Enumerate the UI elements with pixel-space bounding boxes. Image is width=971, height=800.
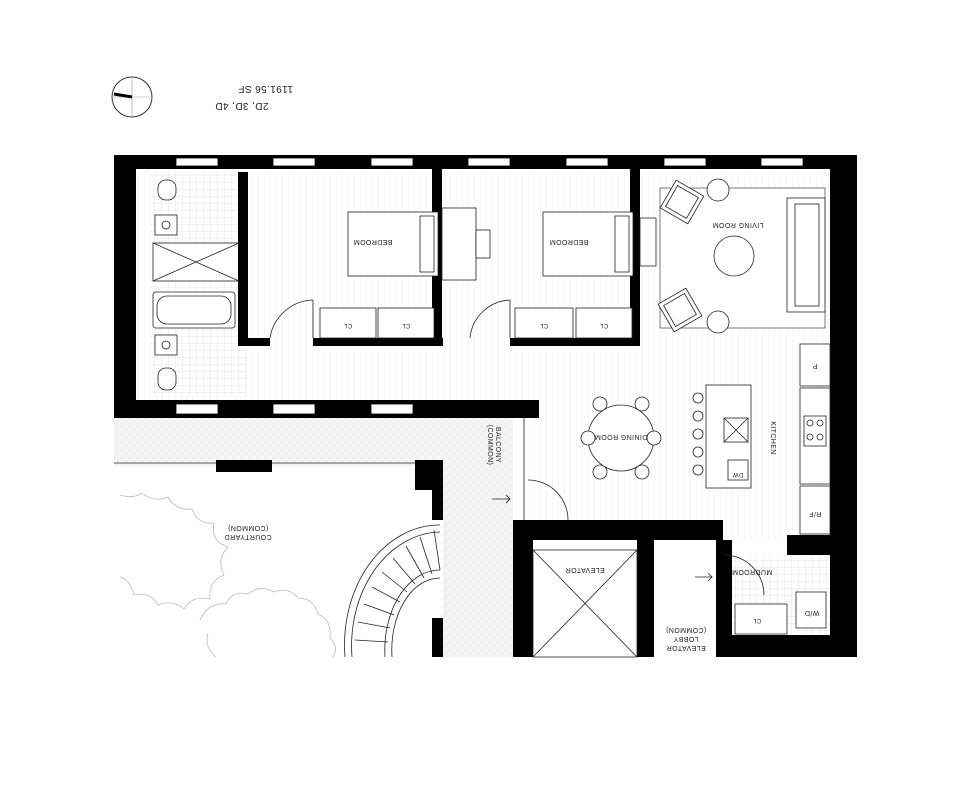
balcony-line2: (COMMON) bbox=[486, 425, 493, 466]
pantry-label: P bbox=[812, 362, 817, 369]
bedroom-2-furniture bbox=[469, 211, 657, 339]
balcony-arrow-icon bbox=[492, 494, 511, 504]
bedroom-1-label: BEDROOM bbox=[354, 238, 393, 245]
closet-2-label: CL bbox=[402, 322, 411, 328]
kitchen-fixtures bbox=[692, 343, 831, 535]
elevator-lobby-line3: (COMMON) bbox=[666, 626, 707, 633]
refrigerator-label: R/F bbox=[809, 510, 821, 517]
dining-furniture bbox=[580, 396, 662, 480]
mudroom-label: MUDROOM bbox=[732, 568, 773, 575]
elevator-label: ELEVATOR bbox=[565, 566, 604, 573]
kitchen-label: KITCHEN bbox=[769, 421, 776, 455]
bedroom-2-label: BEDROOM bbox=[550, 238, 589, 245]
elevator-shaft bbox=[532, 549, 638, 658]
plan-area: 1191.56 SF bbox=[238, 83, 293, 94]
bedroom-1-furniture bbox=[269, 207, 491, 339]
living-room-furniture bbox=[657, 178, 826, 334]
spiral-stair bbox=[344, 524, 441, 658]
closet-1-label: CL bbox=[344, 322, 353, 328]
living-room-label: LIVING ROOM bbox=[712, 221, 763, 228]
courtyard-line1: COURTYARD bbox=[224, 533, 271, 540]
unit-designation: 2D, 3D, 4D bbox=[215, 100, 268, 111]
mudroom-fixtures bbox=[723, 554, 827, 635]
dishwasher-label: DW bbox=[733, 471, 744, 477]
exterior-walls bbox=[114, 155, 857, 657]
dining-room-label: DINING ROOM bbox=[595, 433, 648, 440]
balcony-line1: BALCONY bbox=[494, 427, 501, 463]
balcony-door bbox=[523, 418, 569, 521]
closet-3-label: CL bbox=[540, 322, 549, 328]
closet-mud-label: CL bbox=[753, 617, 762, 623]
bathroom-fixtures bbox=[152, 179, 240, 391]
elevator-lobby-line2: LOBBY bbox=[673, 635, 698, 642]
bathroom-tile bbox=[150, 172, 246, 396]
courtyard-line2: (COMMON) bbox=[228, 524, 269, 531]
elevator-lobby-line1: ELEVATOR bbox=[666, 644, 705, 651]
courtyard-trees bbox=[119, 492, 336, 659]
kitchen-dining-floor bbox=[530, 330, 830, 540]
closet-4-label: CL bbox=[600, 322, 609, 328]
courtyard-walls bbox=[216, 460, 443, 657]
entry-arrow-icon bbox=[695, 572, 713, 582]
elevator-lobby bbox=[654, 558, 716, 657]
washer-dryer-label: W/D bbox=[805, 609, 820, 616]
bath-wall bbox=[238, 172, 248, 346]
windows bbox=[175, 157, 804, 415]
north-arrow-icon bbox=[111, 76, 153, 118]
